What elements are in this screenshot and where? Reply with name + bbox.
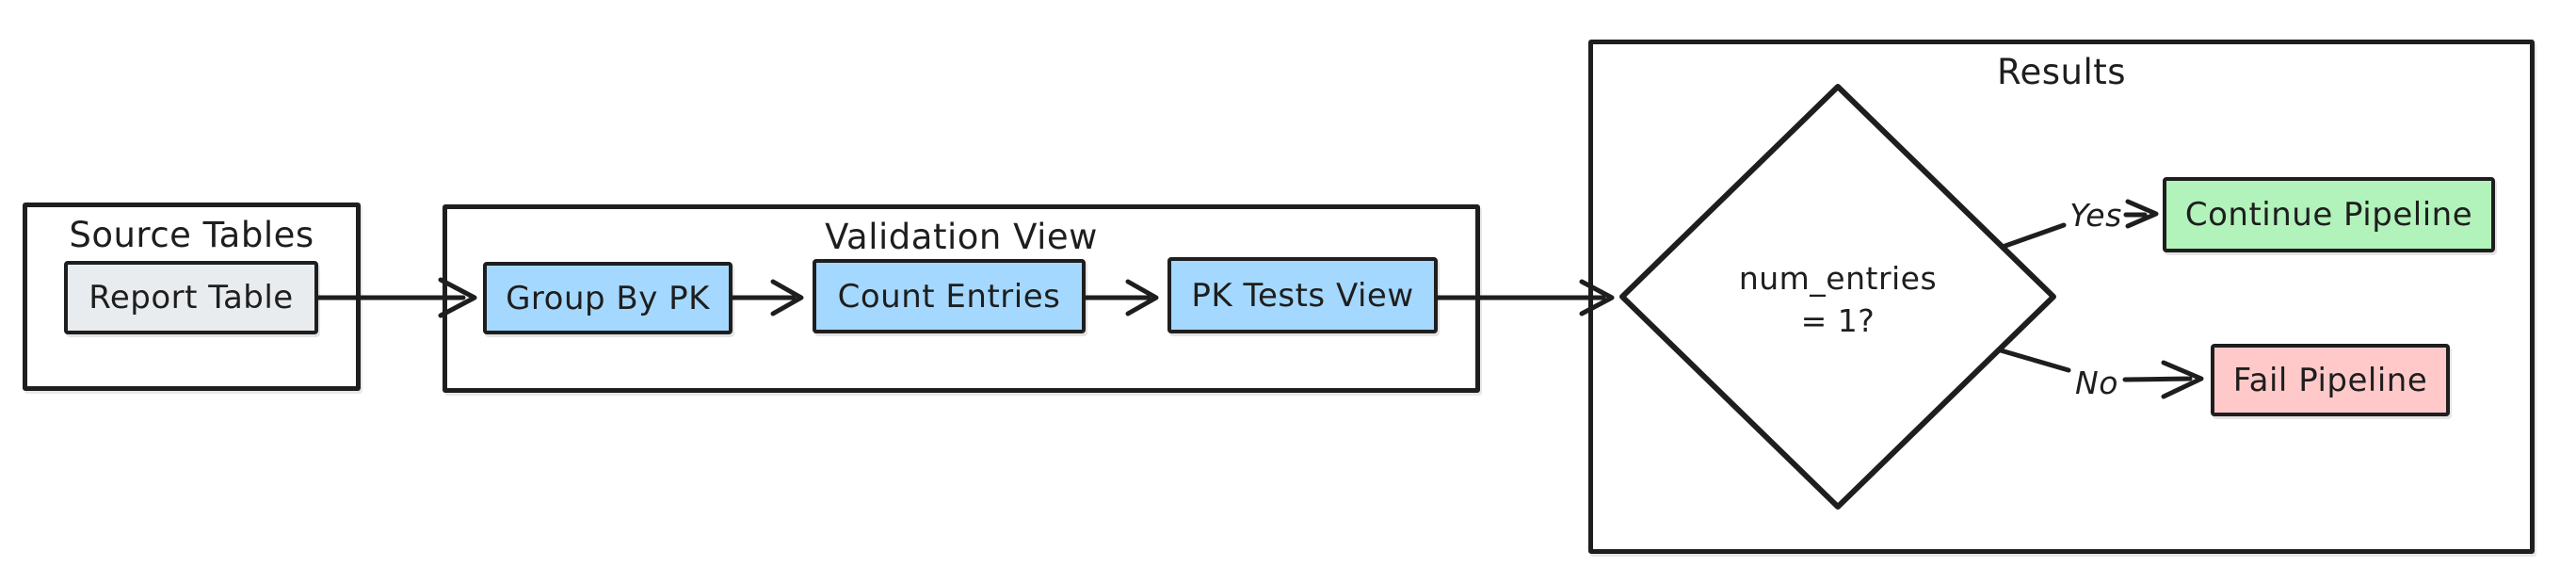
fail-pipeline-label: Fail Pipeline [2232,361,2428,399]
count-entries-node: Count Entries [813,259,1086,333]
source-tables-title: Source Tables [69,215,314,255]
continue-pipeline-node: Continue Pipeline [2163,177,2495,252]
count-entries-label: Count Entries [837,277,1061,316]
group-by-pk-label: Group By PK [506,279,710,317]
source-tables-group: Source Tables [23,203,361,391]
yes-label: Yes [2069,196,2122,234]
pk-tests-view-node: PK Tests View [1167,257,1438,333]
results-title: Results [1996,52,2127,92]
report-table-node: Report Table [64,261,318,334]
validation-view-title: Validation View [825,217,1098,257]
fail-pipeline-node: Fail Pipeline [2211,344,2450,416]
continue-pipeline-label: Continue Pipeline [2184,196,2473,234]
report-table-label: Report Table [89,279,294,316]
results-group: Results [1588,40,2535,554]
no-label: No [2075,364,2118,401]
pk-tests-view-label: PK Tests View [1191,276,1414,315]
group-by-pk-node: Group By PK [483,262,733,334]
